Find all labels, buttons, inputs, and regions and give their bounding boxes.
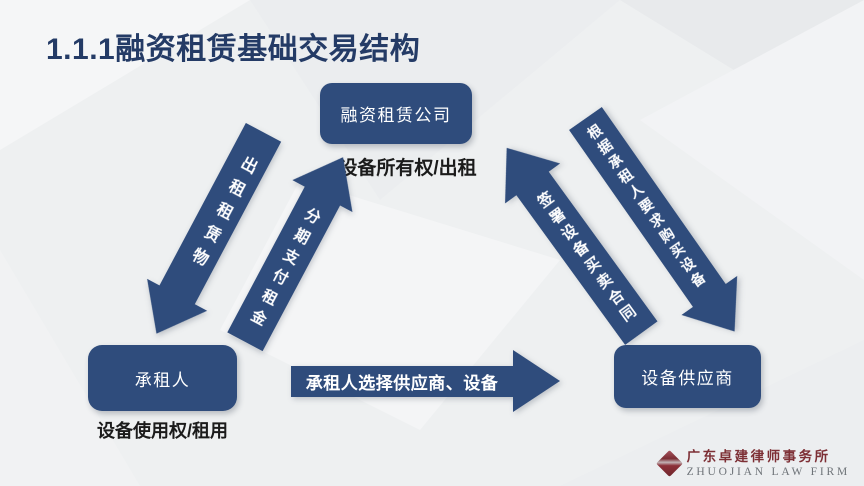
- node-lessee-label: 承租人: [134, 370, 191, 390]
- law-firm-name-en: ZHUOJIAN LAW FIRM: [686, 466, 850, 479]
- arrowhead-right-icon: [513, 350, 560, 412]
- arrow-select-supplier: 承租人选择供应商、设备: [291, 350, 560, 412]
- node-supplier-label: 设备供应商: [641, 369, 734, 388]
- node-leasing-company: 融资租赁公司: [320, 83, 472, 144]
- lessee-sublabel: 设备使用权/租用: [96, 421, 228, 441]
- arrow-select-supplier-label: 承租人选择供应商、设备: [305, 373, 499, 393]
- law-firm-logo: 广东卓建律师事务所 ZHUOJIAN LAW FIRM: [655, 448, 850, 480]
- node-lessee: 承租人: [88, 345, 237, 411]
- node-supplier: 设备供应商: [614, 345, 761, 408]
- page-title: 1.1.1融资租赁基础交易结构: [46, 33, 421, 66]
- law-firm-logo-text: 广东卓建律师事务所 ZHUOJIAN LAW FIRM: [687, 448, 850, 480]
- node-leasing-company-label: 融资租赁公司: [340, 106, 452, 125]
- law-firm-name-cn: 广东卓建律师事务所: [686, 448, 831, 464]
- leasing-company-sublabel: 设备所有权/出租: [338, 158, 477, 179]
- law-firm-diamond-icon: [655, 450, 683, 478]
- arrow-select-supplier-shaft: 承租人选择供应商、设备: [291, 365, 513, 397]
